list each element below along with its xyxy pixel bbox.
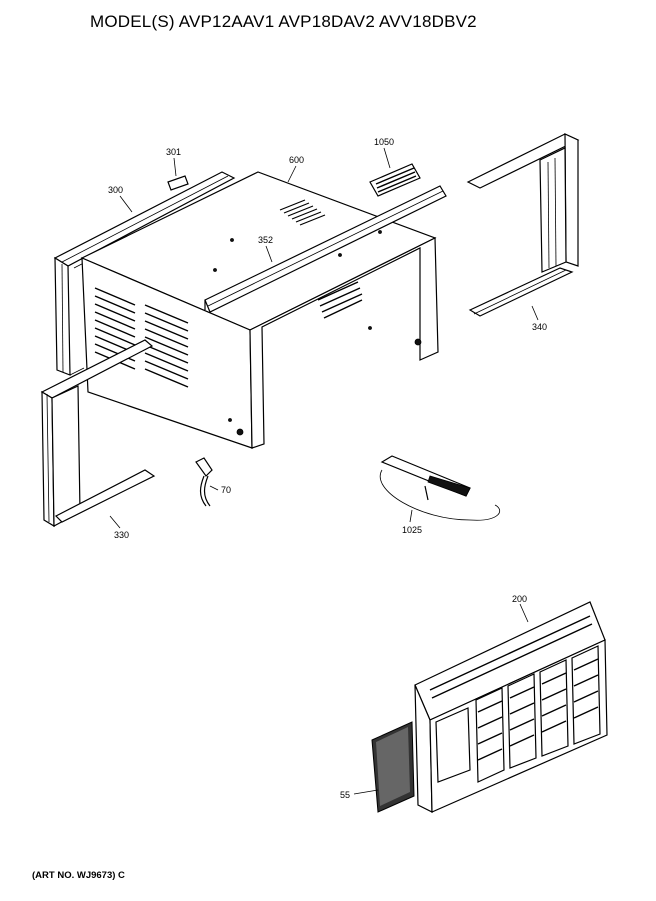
leader-lines [109,147,539,795]
top-vent [279,199,326,226]
part-label-330: 330 [114,530,129,540]
art-number: (ART NO. WJ9673) C [32,870,125,881]
part-330-side-frame [40,339,156,528]
part-200-front-grille [414,601,608,813]
part-1025-bracket [379,455,500,521]
part-300-frame [53,171,236,376]
part-55-filter [371,721,415,813]
part-1050-vent [369,163,421,197]
part-301-label [167,175,189,191]
part-label-301: 301 [166,147,181,157]
part-label-352: 352 [258,235,273,245]
part-label-55: 55 [340,790,350,800]
part-label-600: 600 [289,155,304,165]
part-label-300: 300 [108,185,123,195]
part-label-1025: 1025 [402,525,422,535]
part-70-power-cord [195,457,213,507]
front-louvers [475,645,601,783]
part-label-70: 70 [221,485,231,495]
part-340-side-frame [466,133,580,317]
part-352-rail [204,185,447,313]
diagram-title: MODEL(S) AVP12AAV1 AVP18DAV2 AVV18DBV2 [90,12,477,31]
part-label-200: 200 [512,594,527,604]
part-600-cabinet [80,171,439,449]
part-label-1050: 1050 [374,137,394,147]
part-label-340: 340 [532,322,547,332]
rear-vent [317,281,363,319]
